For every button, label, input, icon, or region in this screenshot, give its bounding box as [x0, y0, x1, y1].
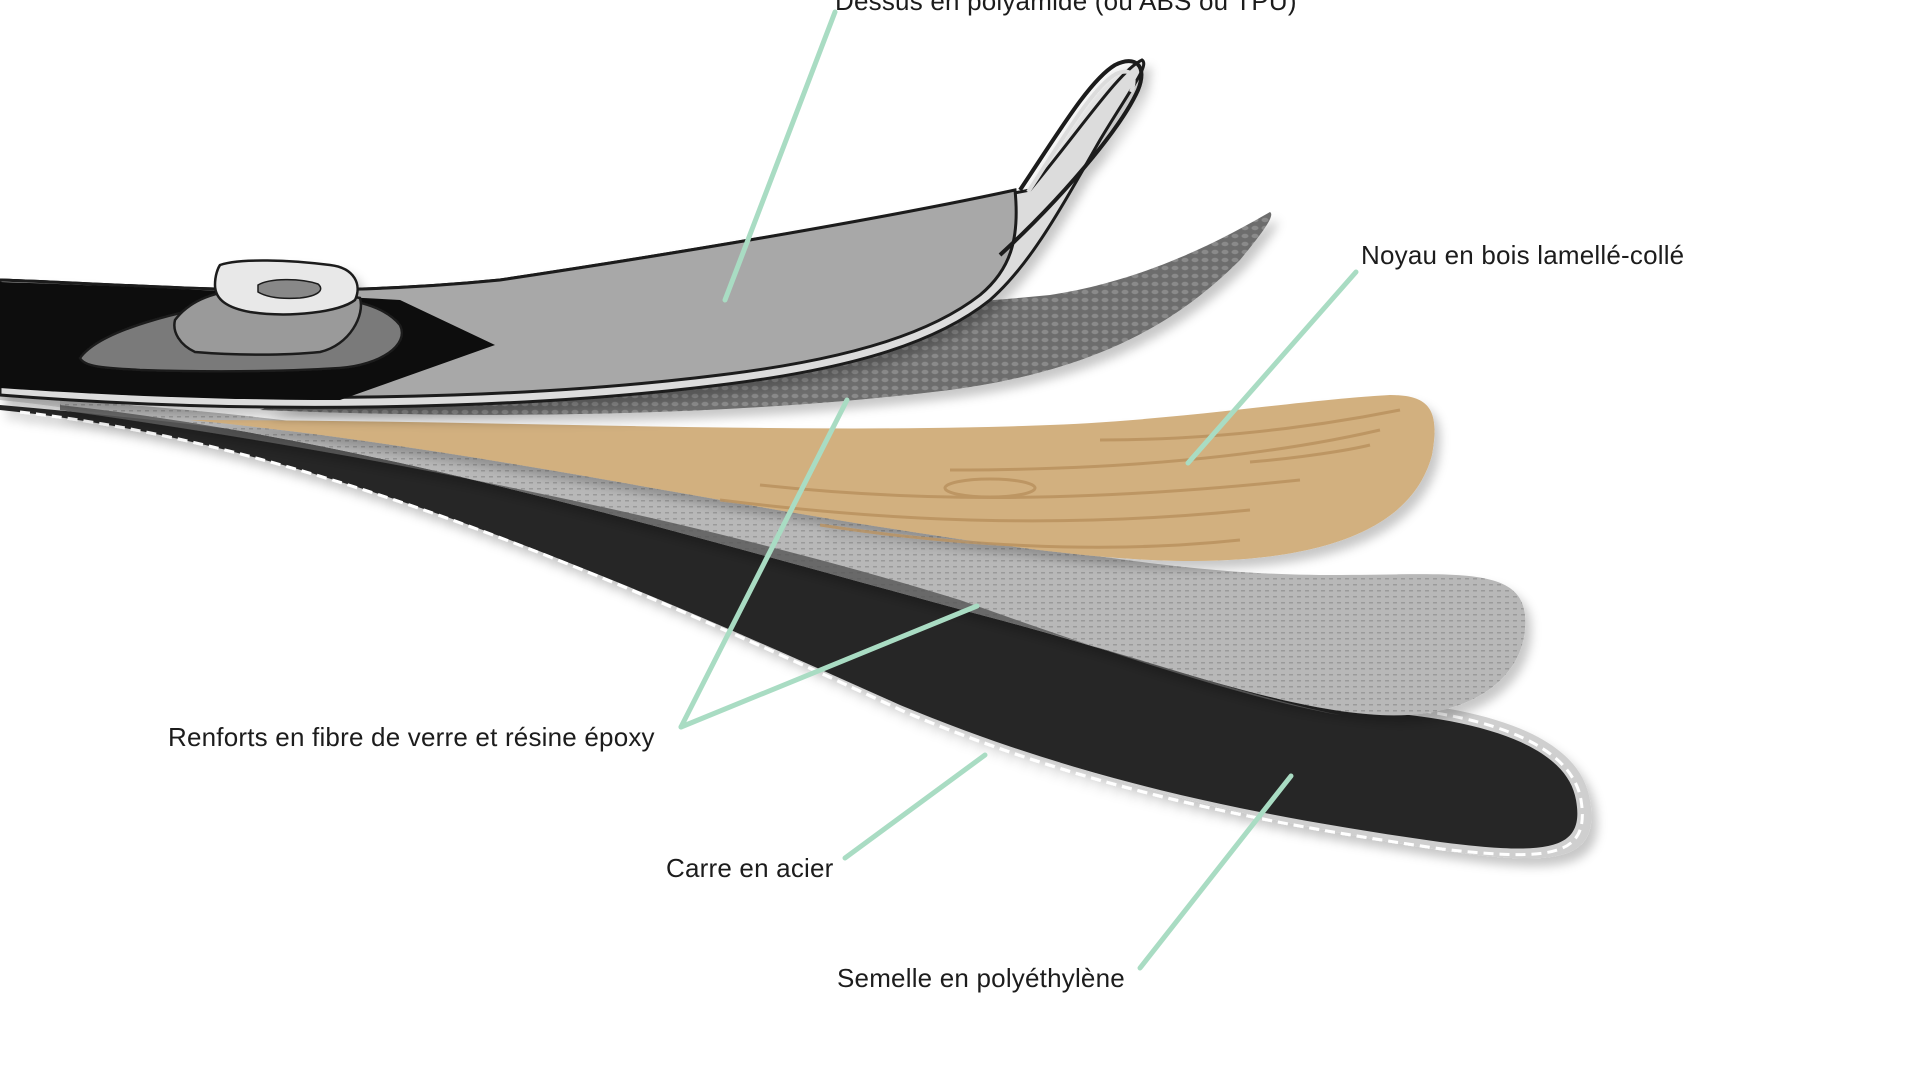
- steel-edge-dashes: [19, 410, 1584, 857]
- binding-heel-cup: [257, 278, 322, 300]
- fiberglass-layer: [60, 400, 1526, 716]
- leader-lines: [678, 9, 1359, 971]
- label-core: Noyau en bois lamellé-collé: [1361, 240, 1685, 270]
- leader-line-core: [1185, 269, 1359, 466]
- binding: [78, 259, 404, 373]
- leader-line-reinforcement-upper: [678, 397, 850, 730]
- wood-core-layer: [190, 395, 1435, 561]
- label-base: Semelle en polyéthylène: [837, 963, 1125, 993]
- label-edges: Carre en acier: [666, 853, 834, 883]
- base-layer: [0, 395, 1592, 859]
- wood-grain-lines: [719, 408, 1401, 549]
- ski-tip-loop-inner: [1026, 69, 1136, 194]
- leader-line-base: [1137, 773, 1294, 971]
- leader-line-top-sheet: [722, 9, 838, 303]
- top-sheet-layer: [0, 58, 1146, 409]
- leader-line-reinforcement-lower: [678, 603, 980, 730]
- ski-tip-loop: [998, 59, 1144, 257]
- label-top-sheet: Dessus en polyamide (ou ABS ou TPU): [835, 0, 1297, 16]
- base-black-surface: [0, 405, 1578, 849]
- leader-line-edges: [842, 752, 988, 861]
- label-reinforcement: Renforts en fibre de verre et résine épo…: [168, 722, 655, 752]
